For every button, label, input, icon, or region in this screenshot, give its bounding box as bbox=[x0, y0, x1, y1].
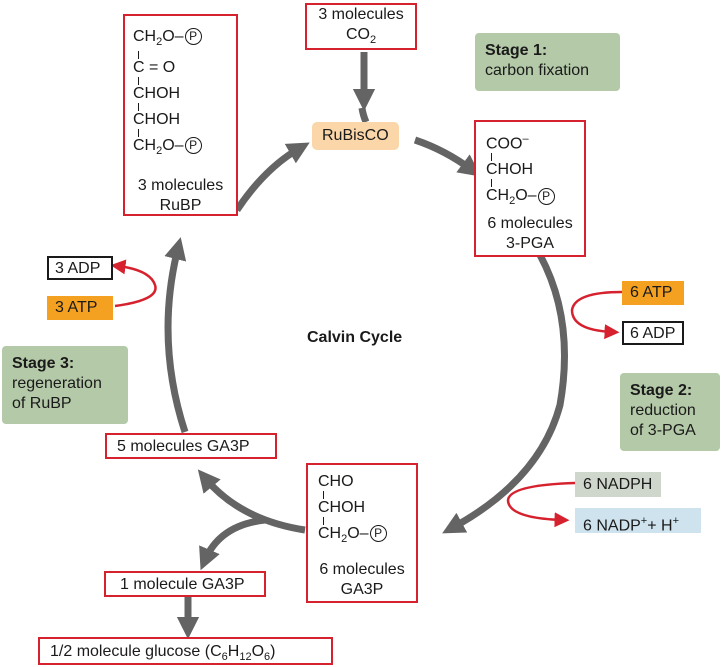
adp-right-box: 6 ADP bbox=[622, 321, 684, 345]
arc-rubp-to-rubisco bbox=[234, 142, 310, 212]
ga3p6-line2: GA3P bbox=[340, 581, 384, 598]
arc-rubisco-to-pga bbox=[413, 136, 482, 177]
adp-left-box: 3 ADP bbox=[47, 256, 113, 280]
ga3p6-line1: 6 molecules bbox=[319, 561, 405, 578]
arc-pga-to-ga3p bbox=[442, 253, 568, 534]
stage1-title: Stage 1: bbox=[485, 42, 548, 59]
ga3p-structure: CHO CHOH CH2O–P bbox=[318, 473, 387, 548]
co2-line2: CO2 bbox=[345, 26, 377, 47]
rubp-line2: RuBP bbox=[159, 197, 202, 214]
ga3p6-box: CHO CHOH CH2O–P 6 molecules GA3P bbox=[306, 463, 418, 603]
stage3-title: Stage 3: bbox=[12, 355, 75, 372]
pga-line2: 3-PGA bbox=[505, 235, 554, 252]
arrow-atp-to-adp-left bbox=[110, 259, 157, 308]
pga-structure: COO– CHOH CH2O–P bbox=[486, 130, 555, 211]
stage3-desc1: regeneration bbox=[12, 375, 102, 392]
phosphate-icon: P bbox=[184, 137, 202, 155]
ga3p5-box: 5 molecules GA3P bbox=[105, 433, 277, 459]
arrow-nadph-to-nadp bbox=[506, 481, 576, 528]
nadph-box: 6 NADPH bbox=[575, 472, 661, 497]
arc-ga3p-to-ga3p5 bbox=[197, 469, 306, 534]
cycle-title: Calvin Cycle bbox=[307, 329, 403, 346]
pga-box: COO– CHOH CH2O–P 6 molecules 3-PGA bbox=[474, 120, 586, 257]
atp-left-box: 3 ATP bbox=[47, 296, 113, 320]
arrow-branch-ga3p1 bbox=[199, 516, 266, 571]
arc-ga3p5-to-rubp bbox=[164, 237, 189, 434]
co2-box: 3 molecules CO2 bbox=[305, 3, 417, 50]
rubp-box: CH2O–P C = O CHOH CHOH CH2O–P 3 molecule… bbox=[123, 14, 238, 216]
rubp-structure: CH2O–P C = O CHOH CHOH CH2O–P bbox=[133, 28, 202, 160]
arrow-atp-to-adp-right bbox=[570, 290, 623, 340]
rubp-line1: 3 molecules bbox=[137, 177, 224, 194]
stage1-box: Stage 1: carbon fixation bbox=[475, 33, 620, 91]
stage3-desc2: of RuBP bbox=[12, 395, 72, 412]
stage2-desc1: reduction bbox=[630, 402, 696, 419]
phosphate-icon: P bbox=[369, 525, 387, 543]
rubisco-label: RuBisCO bbox=[312, 122, 399, 150]
atp-right-box: 6 ATP bbox=[622, 281, 684, 305]
phosphate-icon: P bbox=[537, 187, 555, 205]
stage1-desc: carbon fixation bbox=[485, 62, 590, 79]
glucose-box: 1/2 molecule glucose (C6H12O6) bbox=[38, 637, 333, 665]
phosphate-icon: P bbox=[184, 28, 202, 46]
stage3-box: Stage 3: regeneration of RuBP bbox=[2, 346, 128, 424]
co2-line1: 3 molecules bbox=[318, 6, 404, 23]
arc-co2-stub bbox=[358, 107, 370, 124]
nadp-box: 6 NADP++ H+ bbox=[575, 508, 701, 534]
stage2-box: Stage 2: reduction of 3-PGA bbox=[620, 373, 720, 451]
pga-line1: 6 molecules bbox=[487, 215, 573, 232]
stage2-title: Stage 2: bbox=[630, 382, 693, 399]
stage2-desc2: of 3-PGA bbox=[630, 422, 696, 439]
ga3p1-box: 1 molecule GA3P bbox=[104, 571, 266, 597]
